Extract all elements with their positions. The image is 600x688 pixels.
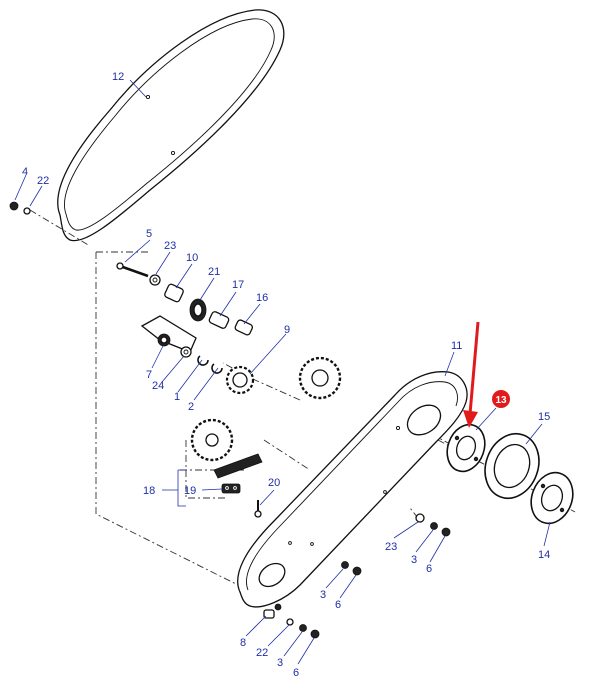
callout-11[interactable]: 11 <box>451 340 462 352</box>
callout-1[interactable]: 1 <box>174 391 180 403</box>
callout-3-bottom[interactable]: 3 <box>277 657 283 669</box>
part-12-belt-guard <box>57 9 285 242</box>
fasteners-middle-right <box>415 513 451 537</box>
callout-18[interactable]: 18 <box>143 485 155 497</box>
callout-2[interactable]: 2 <box>188 401 194 413</box>
callout-3-mid[interactable]: 3 <box>320 589 326 601</box>
fasteners-middle <box>341 561 362 576</box>
callout-22-bottom[interactable]: 22 <box>256 647 268 659</box>
callout-6-bottom[interactable]: 6 <box>293 667 299 679</box>
callout-10[interactable]: 10 <box>186 252 198 264</box>
callout-22-top[interactable]: 22 <box>37 175 49 187</box>
part-15-ring <box>484 432 540 500</box>
callout-16[interactable]: 16 <box>256 292 268 304</box>
callout-14[interactable]: 14 <box>538 549 550 561</box>
fasteners-top-left <box>9 201 31 215</box>
callout-23-mid[interactable]: 23 <box>385 541 397 553</box>
fasteners-bottom <box>263 609 320 639</box>
tensioner-assembly <box>116 262 342 462</box>
callout-12[interactable]: 12 <box>112 71 124 83</box>
callout-4[interactable]: 4 <box>22 166 28 178</box>
callout-7[interactable]: 7 <box>146 369 152 381</box>
callout-20[interactable]: 20 <box>268 477 280 489</box>
part-14-plate <box>530 471 574 525</box>
highlight-arrow <box>463 321 480 428</box>
chain-parts <box>213 453 263 494</box>
callout-23-top[interactable]: 23 <box>164 240 176 252</box>
part-11-chain-case <box>237 371 468 611</box>
callout-17[interactable]: 17 <box>232 279 244 291</box>
callout-6-mid-right[interactable]: 6 <box>426 563 432 575</box>
callout-19[interactable]: 19 <box>184 485 196 497</box>
callout-13-text: 13 <box>495 395 507 406</box>
callout-21[interactable]: 21 <box>208 266 220 278</box>
callout-24[interactable]: 24 <box>152 380 164 392</box>
callout-9[interactable]: 9 <box>284 324 290 336</box>
highlight-badge-13[interactable]: 13 <box>492 390 510 408</box>
callout-8[interactable]: 8 <box>240 637 246 649</box>
part-13-flange-plate <box>446 423 486 473</box>
callout-6-mid[interactable]: 6 <box>335 599 341 611</box>
callout-3-mid-right[interactable]: 3 <box>411 554 417 566</box>
callout-labels: 12 4 22 5 23 10 21 17 16 9 7 24 1 2 11 1… <box>22 71 550 679</box>
leader-lines <box>14 79 551 665</box>
callout-15[interactable]: 15 <box>538 411 550 423</box>
callout-5[interactable]: 5 <box>146 228 152 240</box>
part-20-bolt <box>254 500 262 518</box>
